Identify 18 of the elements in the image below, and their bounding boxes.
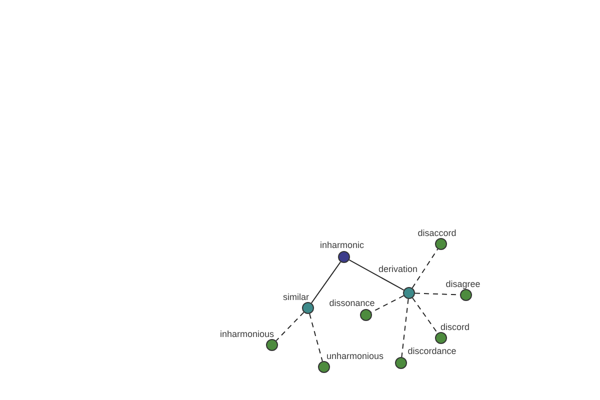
node-label: unharmonious — [326, 351, 384, 361]
node-label: dissonance — [329, 298, 375, 308]
connector-line — [412, 297, 438, 334]
node-label: discordance — [408, 346, 456, 356]
connector-line — [309, 313, 323, 362]
node-label: discord — [440, 322, 470, 332]
connector-line — [276, 312, 304, 342]
connector-line — [370, 295, 404, 313]
connector-line — [310, 261, 342, 304]
connector-line — [412, 248, 438, 288]
node-label: inharmonic — [320, 240, 364, 250]
node-label: derivation — [378, 264, 418, 274]
node-label: similar — [283, 292, 309, 302]
node-label: disaccord — [418, 228, 456, 238]
connector-line — [348, 259, 404, 291]
node-label: inharmonious — [220, 329, 274, 339]
connector-line — [401, 298, 409, 358]
node-label: disagree — [446, 279, 480, 289]
